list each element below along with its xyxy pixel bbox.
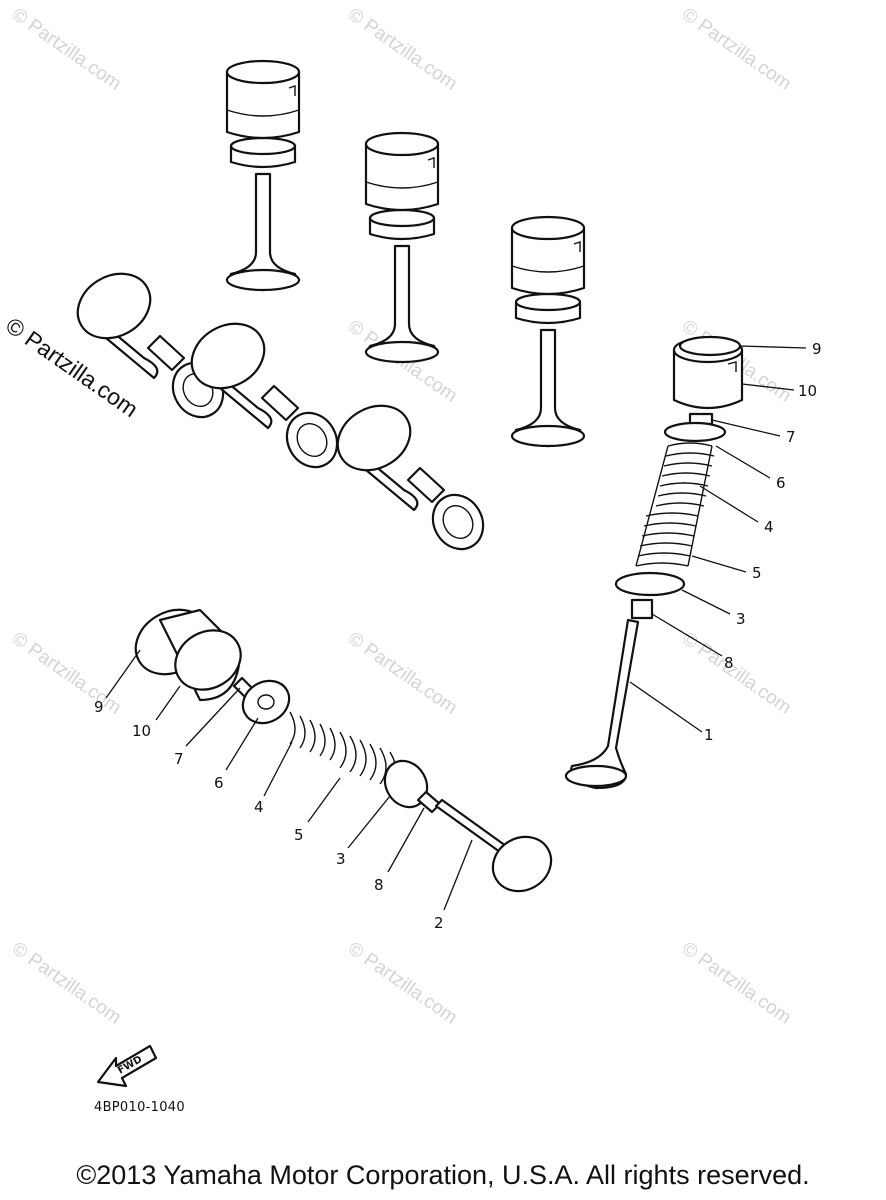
- right-valve-exploded: [564, 335, 744, 790]
- valve-assembly: [510, 215, 586, 448]
- leader-lines: [105, 345, 807, 911]
- callout-5: 5: [752, 564, 762, 582]
- callout-7: 7: [174, 750, 184, 768]
- fwd-arrow-icon: FWD: [96, 1044, 158, 1088]
- valve-assembly: [364, 131, 440, 364]
- callout-6: 6: [776, 474, 786, 492]
- callout-1: 1: [704, 726, 714, 744]
- callout-10: 10: [798, 382, 817, 400]
- callout-3: 3: [336, 850, 346, 868]
- callout-9: 9: [94, 698, 104, 716]
- callout-2: 2: [434, 914, 444, 932]
- valve-assembly: [324, 391, 494, 560]
- callout-4: 4: [764, 518, 774, 536]
- callout-9: 9: [812, 340, 822, 358]
- copyright-notice: ©2013 Yamaha Motor Corporation, U.S.A. A…: [76, 1160, 810, 1190]
- left-valve-exploded: [134, 608, 553, 893]
- callout-8: 8: [374, 876, 384, 894]
- valve-assembly: [225, 59, 301, 292]
- callout-8: 8: [724, 654, 734, 672]
- callout-10: 10: [132, 722, 151, 740]
- callout-4: 4: [254, 798, 264, 816]
- callout-3: 3: [736, 610, 746, 628]
- callout-7: 7: [786, 428, 796, 446]
- diagram-code: 4BP010-1040: [94, 1100, 185, 1115]
- callout-6: 6: [214, 774, 224, 792]
- callout-5: 5: [294, 826, 304, 844]
